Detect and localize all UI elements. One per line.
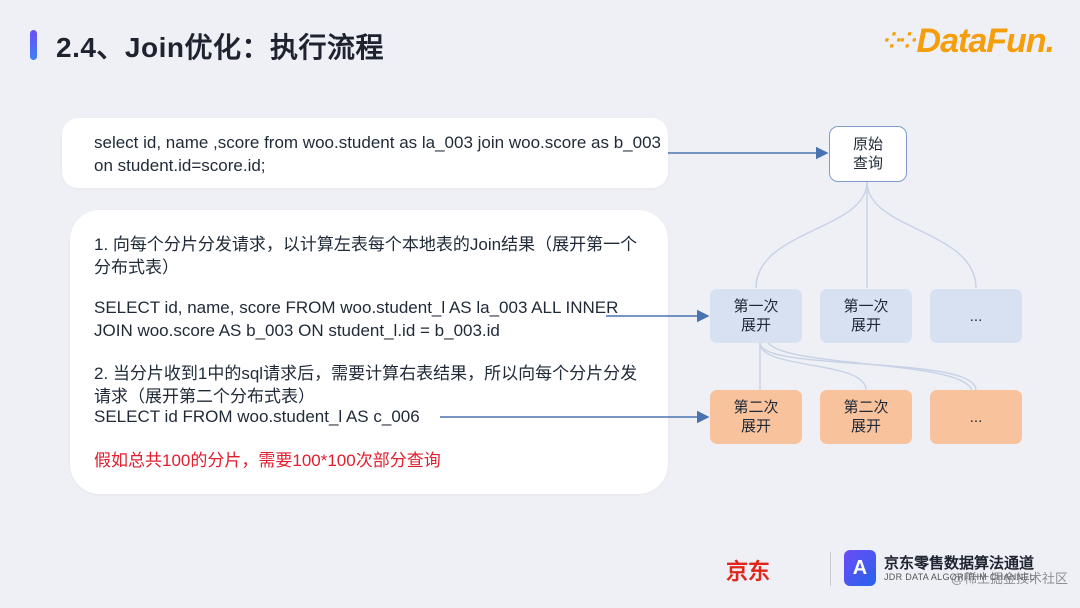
datafun-logo: ⁘⁘DataFun.: [883, 22, 1055, 61]
first-expand-node-1: 第一次 展开: [710, 289, 802, 343]
tree-branch-7: [767, 342, 973, 391]
original-sql-text: select id, name ,score from woo.student …: [94, 133, 661, 175]
channel-title: 京东零售数据算法通道: [884, 555, 1035, 572]
page-title: 2.4、Join优化：执行流程: [56, 32, 384, 63]
second-expand-node-more: ...: [930, 390, 1022, 444]
jd-logo: 京东: [726, 559, 771, 584]
watermark: @稀土掘金技术社区: [950, 571, 1068, 586]
second-expand-node-2: 第二次 展开: [820, 390, 912, 444]
original-query-card: [62, 118, 668, 188]
channel-subtitle: JDR DATA ALGORITHM CHANNEL: [884, 572, 1035, 582]
cost-note: 假如总共100的分片，需要100*100次部分查询: [94, 451, 441, 470]
tree-branch-3: [866, 181, 977, 289]
title-accent-bar: [30, 30, 37, 60]
tree-branch-1: [755, 181, 868, 289]
logo-dots-icon: ⁘⁘: [883, 28, 918, 53]
tree-branch-6: [759, 342, 977, 391]
original-query-node: 原始 查询: [829, 126, 907, 182]
channel-logo-icon: A: [844, 550, 876, 586]
first-expand-node-more: ...: [930, 289, 1022, 343]
first-expand-node-2: 第一次 展开: [820, 289, 912, 343]
second-expand-node-1: 第二次 展开: [710, 390, 802, 444]
tree-branch-5: [759, 342, 867, 391]
step2-sql-text: SELECT id FROM woo.student_l AS c_006: [94, 407, 420, 426]
step1-text: 1. 向每个分片分发请求，以计算左表每个本地表的Join结果（展开第一个分布式表…: [94, 235, 638, 277]
logo-text: DataFun.: [916, 22, 1055, 60]
step2-text: 2. 当分片收到1中的sql请求后，需要计算右表结果，所以向每个分片分发请求（展…: [94, 364, 638, 406]
footer-divider: [830, 552, 831, 586]
step1-sql-text: SELECT id, name, score FROM woo.student_…: [94, 298, 619, 340]
steps-card: [70, 210, 668, 494]
